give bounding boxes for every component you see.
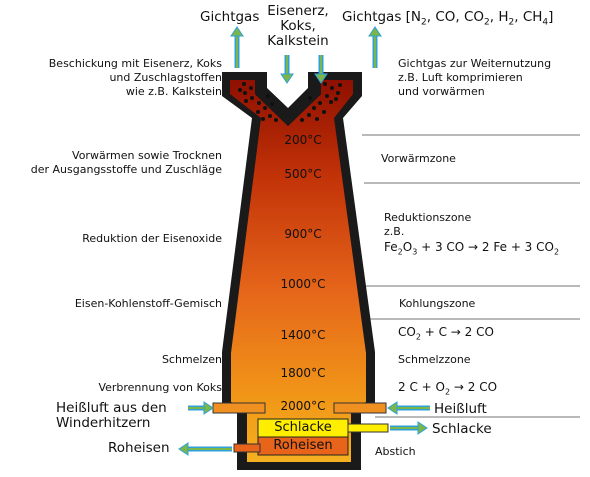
gichtgas-left-label: Gichtgas	[200, 9, 260, 25]
arrow-gichtgas-right	[368, 26, 382, 68]
gichtgas-weiter-label: Gichtgas zur Weiternutzung z.B. Luft kom…	[398, 57, 552, 98]
heissluft-left-label: Heißluft aus den Winderhitzern	[56, 400, 167, 431]
beschickung-label: Beschickung mit Eisenerz, Koks und Zusch…	[48, 57, 222, 98]
tuyere-left	[212, 402, 266, 414]
charge-line-1: Eisenerz,	[267, 3, 329, 19]
charge-particles	[238, 82, 342, 122]
iron-tap	[233, 443, 261, 453]
equation-reduction: Fe2O3 + 3 CO → 2 Fe + 3 CO2	[384, 240, 560, 257]
eisen-kohlenstoff-label: Eisen-Kohlenstoff-Gemisch	[74, 297, 222, 310]
charge-line-3: Kalkstein	[267, 33, 329, 49]
schlacke-out-label: Schlacke	[432, 421, 492, 437]
temp-200: 200°C	[284, 133, 322, 147]
equation-verbrennung: 2 C + O2 → 2 CO	[398, 380, 498, 397]
gichtgas-right-label: Gichtgas [N2, CO, CO2, H2, CH4]	[342, 9, 554, 28]
roheisen-out-label: Roheisen	[108, 440, 170, 456]
temp-1800: 1800°C	[280, 366, 326, 380]
charge-label: Eisenerz, Koks, Kalkstein	[266, 4, 330, 49]
schlacke-box-label: Schlacke	[274, 420, 332, 435]
vorwaermzone-label: Vorwärmzone	[381, 152, 456, 165]
vorwaermen-label: Vorwärmen sowie Trocknen der Ausgangssto…	[30, 149, 222, 176]
arrow-roheisen-out	[178, 442, 232, 456]
charge-line-2: Koks,	[280, 18, 316, 34]
arrow-heissluft-right	[387, 401, 430, 415]
verbrennung-label: Verbrennung von Koks	[98, 381, 222, 394]
zone-dividers	[362, 134, 580, 418]
roheisen-box-label: Roheisen	[273, 438, 333, 453]
equation-kohlung: CO2 + C → 2 CO	[398, 325, 494, 342]
arrow-gichtgas-left	[230, 26, 244, 68]
abstich-label: Abstich	[375, 445, 416, 458]
slag-tap	[347, 423, 389, 433]
temp-500: 500°C	[284, 167, 322, 181]
temp-1000: 1000°C	[280, 277, 326, 291]
temp-2000: 2000°C	[280, 399, 326, 413]
arrow-heissluft-left	[188, 401, 214, 415]
arrow-charge-right	[314, 55, 328, 84]
temp-1400: 1400°C	[280, 328, 326, 342]
heissluft-right-label: Heißluft	[434, 401, 487, 417]
schmelzen-label: Schmelzen	[161, 353, 222, 366]
kohlungszone-label: Kohlungszone	[399, 297, 476, 310]
furnace-interior	[230, 80, 366, 462]
tuyere-right	[333, 402, 387, 414]
schmelzzone-label: Schmelzzone	[398, 353, 471, 366]
temp-900: 900°C	[284, 227, 322, 241]
arrow-charge-left	[280, 55, 294, 84]
arrow-schlacke-out	[390, 421, 428, 435]
reduktionszone-label: Reduktionszone z.B.	[384, 211, 472, 238]
reduktion-label: Reduktion der Eisenoxide	[82, 232, 222, 245]
